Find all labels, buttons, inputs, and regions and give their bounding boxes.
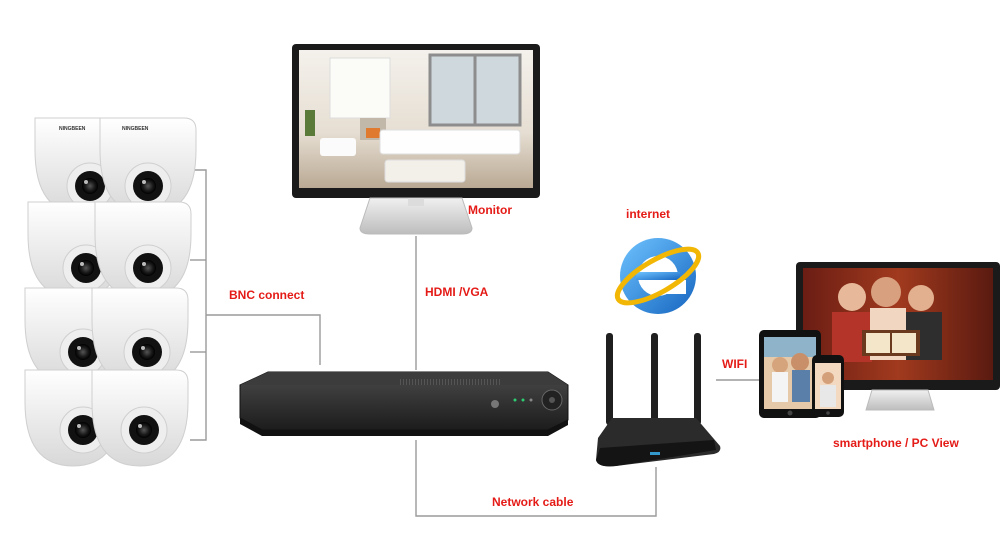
router-icon: [596, 333, 721, 467]
network-cable-line: [415, 440, 657, 517]
smartphone-pc-view-label: smartphone / PC View: [833, 436, 959, 450]
smartphone-icon: [812, 355, 844, 417]
wifi-label: WIFI: [722, 357, 748, 371]
hdmi-vga-label: HDMI /VGA: [425, 285, 489, 299]
monitor-icon: [292, 44, 540, 235]
svg-text:NINGBEEN: NINGBEEN: [122, 126, 149, 132]
dome-camera-icon: NINGBEEN: [99, 117, 197, 215]
dome-camera-icon: [91, 287, 189, 385]
internet-label: internet: [626, 207, 671, 221]
bnc-to-dvr-line: [206, 314, 321, 365]
bnc-connect-label: BNC connect: [229, 288, 305, 302]
connection-lines: [190, 169, 760, 517]
svg-text:NINGBEEN: NINGBEEN: [59, 126, 86, 132]
network-cable-label: Network cable: [492, 495, 574, 509]
monitor-label: Monitor: [468, 203, 512, 217]
internet-explorer-icon: [614, 238, 702, 314]
dome-camera-icon: [94, 201, 192, 299]
camera-array: NINGBEEN NINGBEEN: [24, 117, 197, 467]
dome-camera-icon: [91, 369, 189, 467]
tablet-icon: [759, 330, 821, 418]
dvr-icon: [239, 371, 569, 436]
bnc-bracket-line: [190, 169, 207, 441]
